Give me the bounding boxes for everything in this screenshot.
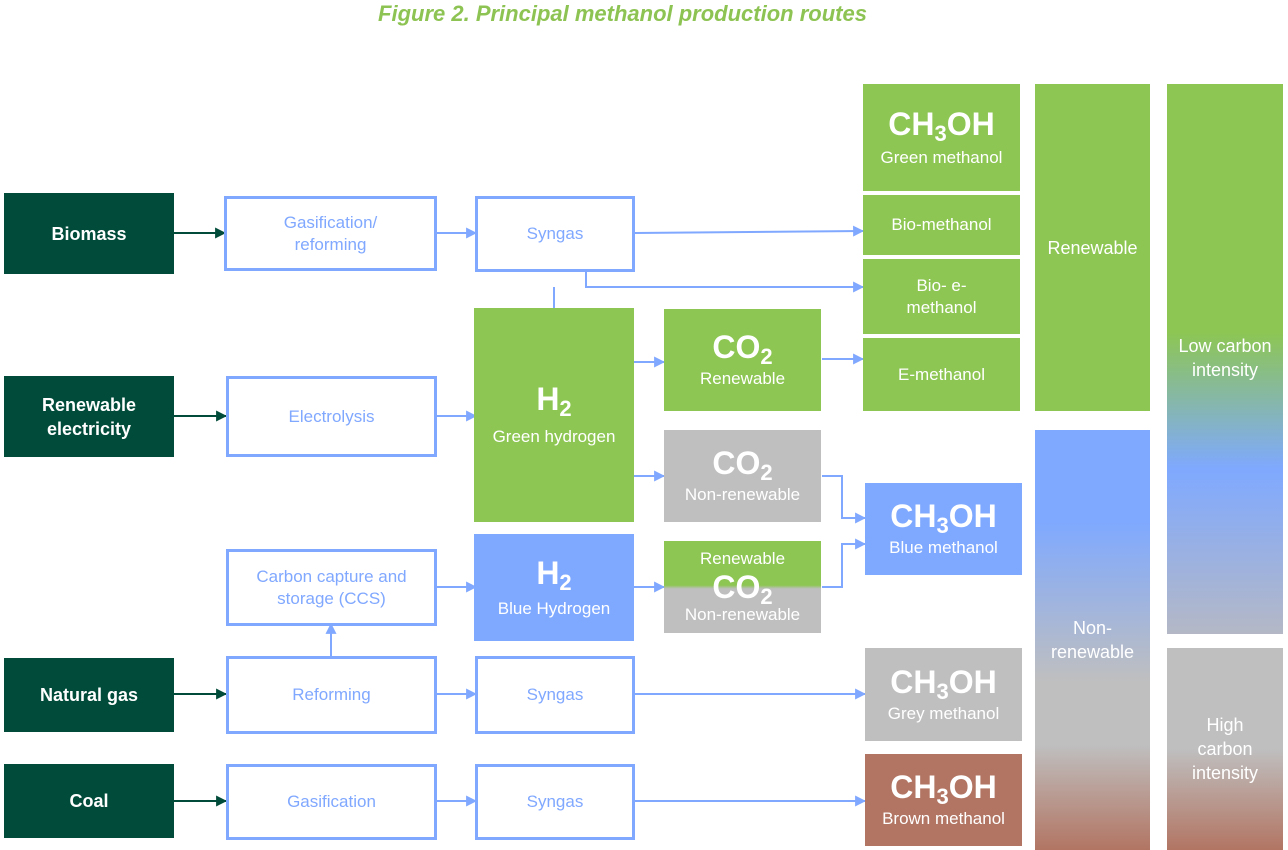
- category-renewable-label: Renewable: [1047, 238, 1138, 258]
- blue-hydrogen-formula: H2: [536, 554, 572, 595]
- methanol-grey: CH3OH Grey methanol: [865, 648, 1022, 741]
- process-ccs-label: Carbon capture and storage (CCS): [256, 566, 407, 608]
- process-gasification: Gasification: [226, 764, 437, 840]
- methanol-e: E-methanol: [863, 338, 1020, 411]
- source-coal: Coal: [4, 764, 174, 838]
- methanol-brown: CH3OH Brown methanol: [865, 754, 1022, 846]
- methanol-green-formula: CH3OH: [888, 105, 995, 146]
- methanol-grey-label: Grey methanol: [887, 703, 1000, 723]
- methanol-green-label: Green methanol: [880, 147, 1003, 167]
- blue-hydrogen: H2 Blue Hydrogen: [474, 534, 634, 641]
- syngas-natural-gas-label: Syngas: [526, 685, 584, 704]
- process-ccs: Carbon capture and storage (CCS): [226, 549, 437, 626]
- arrow-co2mixed-blue: [822, 538, 867, 588]
- co2-mixed-renewable-label: Renewable: [699, 549, 786, 568]
- process-electrolysis: Electrolysis: [226, 376, 437, 457]
- co2-non-renewable: CO2 Non-renewable: [664, 430, 821, 522]
- co2-non-renewable-label: Non-renewable: [684, 485, 801, 504]
- category-renewable: Renewable: [1035, 84, 1150, 411]
- category-non-renewable-label: Non- renewable: [1050, 618, 1135, 662]
- co2-mixed-nonrenewable-label: Non-renewable: [684, 605, 801, 624]
- arrow-syngas-bioe: [585, 272, 865, 293]
- co2-renewable: CO2 Renewable: [664, 309, 821, 411]
- figure-title: Figure 2. Principal methanol production …: [378, 1, 867, 26]
- methanol-bio: Bio-methanol: [863, 195, 1020, 255]
- co2-mixed-formula: CO2: [712, 569, 773, 609]
- methanol-brown-label: Brown methanol: [882, 809, 1005, 828]
- category-high-carbon-label: High carbon intensity: [1191, 715, 1259, 783]
- methanol-bio-e-label: Bio- e-methanol: [906, 275, 977, 317]
- source-biomass: Biomass: [4, 193, 174, 274]
- process-reforming-label: Reforming: [292, 685, 371, 704]
- arrow-syngas-biomethanol: [633, 225, 865, 237]
- source-renewable-electricity: Renewable electricity: [4, 376, 174, 457]
- blue-hydrogen-label: Blue Hydrogen: [497, 598, 611, 618]
- methanol-grey-formula: CH3OH: [890, 663, 997, 704]
- green-hydrogen-formula: H2: [536, 381, 572, 421]
- methanol-e-label: E-methanol: [898, 364, 985, 384]
- arrow-co2nonren-blue: [822, 475, 867, 524]
- source-renewable-electricity-label: Renewable electricity: [41, 394, 137, 439]
- syngas-biomass-label: Syngas: [526, 224, 584, 243]
- syngas-biomass: Syngas: [475, 196, 635, 272]
- methanol-blue-label: Blue methanol: [889, 538, 998, 557]
- source-natural-gas-label: Natural gas: [39, 685, 139, 705]
- source-biomass-label: Biomass: [51, 223, 127, 244]
- co2-non-renewable-formula: CO2: [712, 445, 773, 485]
- category-high-carbon: High carbon intensity: [1167, 648, 1283, 850]
- source-natural-gas: Natural gas: [4, 658, 174, 732]
- methanol-blue-formula: CH3OH: [890, 498, 997, 538]
- syngas-coal-label: Syngas: [526, 792, 584, 811]
- process-electrolysis-label: Electrolysis: [288, 406, 375, 426]
- co2-renewable-formula: CO2: [712, 329, 773, 369]
- methanol-bio-e: Bio- e-methanol: [863, 259, 1020, 334]
- process-gasification-reforming: Gasification/ reforming: [224, 196, 437, 271]
- methanol-blue: CH3OH Blue methanol: [865, 483, 1022, 575]
- methanol-bio-label: Bio-methanol: [891, 215, 992, 234]
- green-hydrogen: H2 Green hydrogen: [474, 308, 634, 522]
- syngas-coal: Syngas: [475, 764, 635, 840]
- green-hydrogen-label: Green hydrogen: [492, 427, 616, 446]
- co2-renewable-label: Renewable: [699, 369, 786, 388]
- syngas-natural-gas: Syngas: [475, 656, 635, 734]
- methanol-brown-formula: CH3OH: [890, 769, 997, 809]
- process-reforming: Reforming: [226, 656, 437, 734]
- methanol-green: CH3OH Green methanol: [863, 84, 1020, 191]
- source-coal-label: Coal: [69, 791, 109, 811]
- process-gasification-label: Gasification: [287, 792, 376, 811]
- category-low-carbon: Low carbon intensity: [1167, 84, 1283, 634]
- process-gasification-reforming-label: Gasification/ reforming: [283, 212, 378, 254]
- category-low-carbon-label: Low carbon intensity: [1178, 336, 1272, 380]
- co2-mixed: Renewable CO2 Non-renewable: [664, 541, 821, 633]
- category-non-renewable: Non- renewable: [1035, 430, 1150, 850]
